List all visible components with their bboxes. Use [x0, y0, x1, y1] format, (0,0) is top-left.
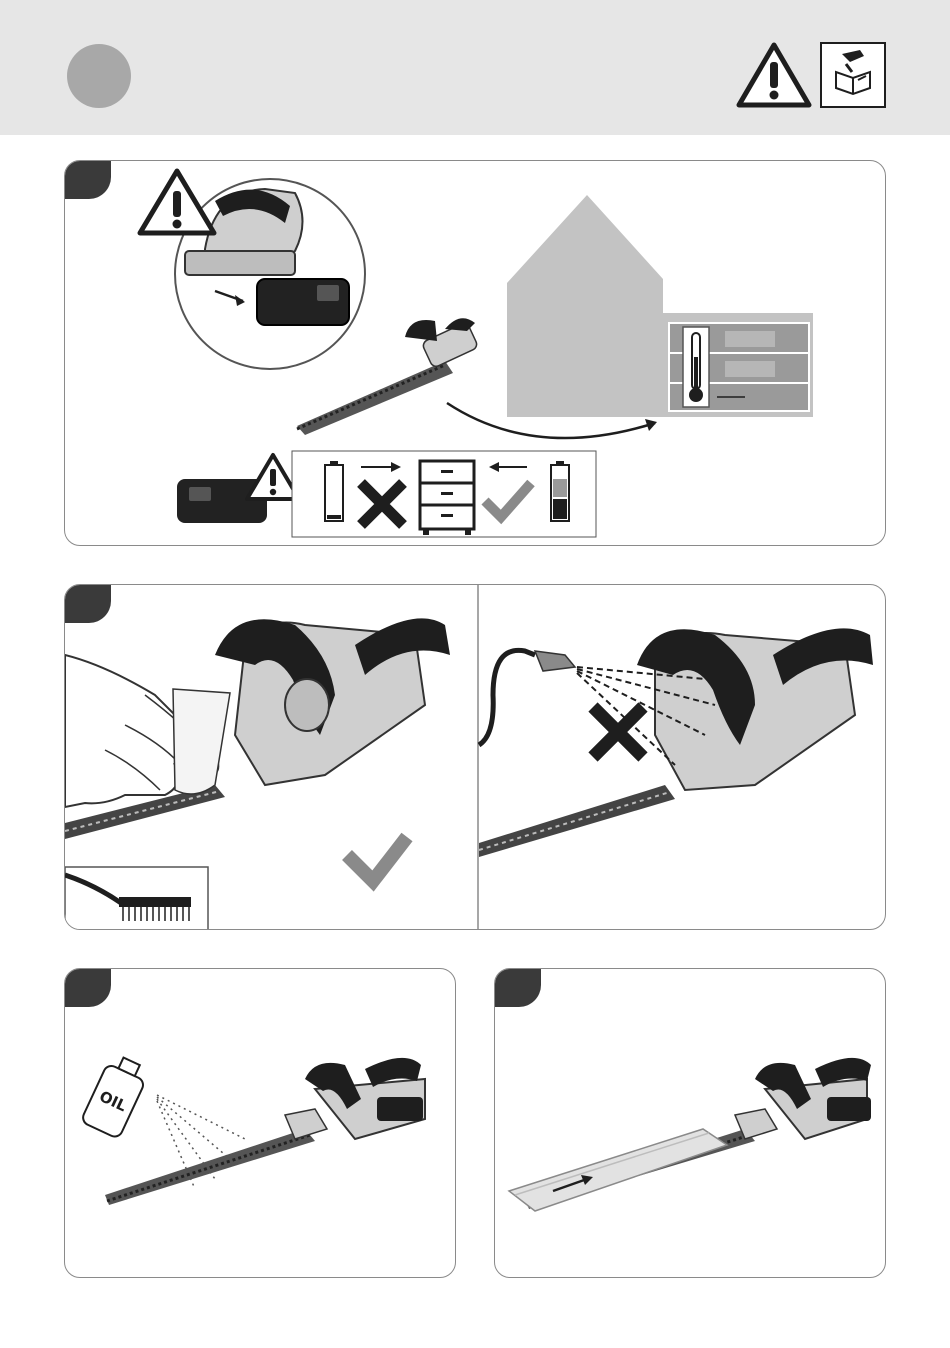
- check-icon: [347, 837, 407, 881]
- warning-triangle-icon: [140, 171, 214, 233]
- cleaning-panel: [64, 584, 886, 930]
- cross-icon: [593, 707, 643, 757]
- hand-cloth-icon: [65, 655, 230, 807]
- section-marker-circle: [67, 44, 131, 108]
- page-header: [0, 0, 950, 135]
- cabinet-icon: [420, 461, 474, 535]
- warning-triangle-icon: [736, 42, 812, 108]
- cleaning-wipe-section: [65, 618, 450, 839]
- house-icon: [507, 195, 813, 417]
- battery-charged-icon: [551, 461, 569, 521]
- storage-panel: [64, 160, 886, 546]
- hedge-trimmer-illustration: [105, 1058, 425, 1205]
- blade-guard-icon: [509, 1129, 727, 1211]
- battery-empty-icon: [325, 461, 343, 521]
- read-manual-icon: [820, 42, 886, 108]
- blade-cover-panel: [494, 968, 886, 1278]
- no-water-spray-section: [479, 628, 873, 857]
- oil-blade-panel: OIL: [64, 968, 456, 1278]
- brush-icon: [65, 867, 208, 930]
- warning-triangle-icon: [247, 455, 299, 499]
- battery-removal-detail: [175, 179, 365, 369]
- storage-rule-box: [292, 451, 596, 537]
